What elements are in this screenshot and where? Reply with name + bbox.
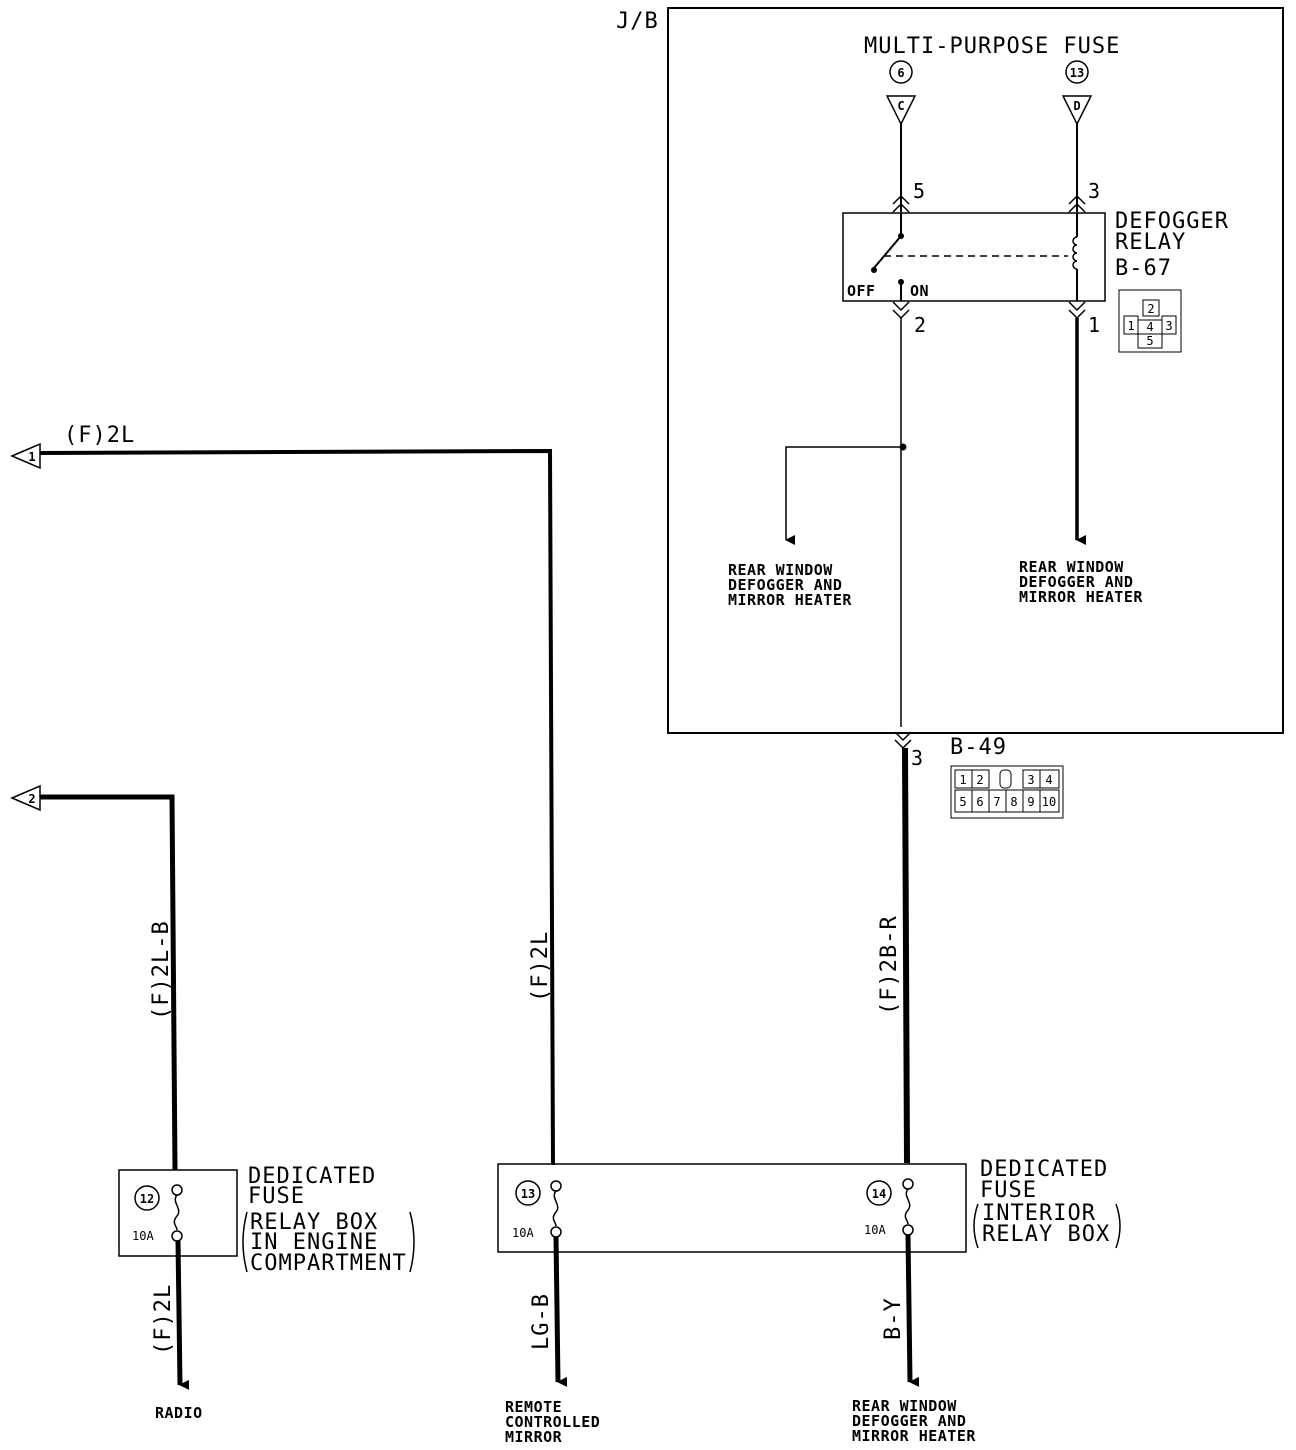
svg-text:4: 4 [1146, 320, 1153, 334]
fuse-12-box: 12 10A [118, 1169, 238, 1257]
svg-text:10A: 10A [864, 1223, 886, 1237]
output-heater-2: DEFOGGER AND [852, 1412, 966, 1430]
jb-output-right-3: MIRROR HEATER [1019, 588, 1143, 606]
junction-block-outline [667, 7, 1284, 734]
svg-text:13: 13 [521, 1187, 535, 1201]
svg-text:14: 14 [872, 1187, 886, 1201]
connector-b49-pin: 3 [911, 746, 923, 770]
svg-text:1: 1 [28, 450, 35, 464]
jb-output-right: REAR WINDOW [1019, 558, 1124, 576]
wire-label-2br: (F)2B-R [877, 915, 902, 1015]
svg-text:6: 6 [976, 795, 983, 809]
svg-text:10A: 10A [132, 1229, 154, 1243]
fuse-13: 13 10A [512, 1180, 562, 1240]
relay-connector-id: B-67 [1115, 256, 1172, 281]
svg-text:8: 8 [1010, 795, 1017, 809]
svg-text:10: 10 [1042, 795, 1056, 809]
wire-label-2lb: (F)2L-B [149, 920, 174, 1020]
relay-pin-3: 3 [1088, 179, 1100, 203]
svg-text:5: 5 [959, 795, 966, 809]
wire-label-radio: (F)2L [151, 1284, 176, 1355]
multi-fuse-13: 13 D [1061, 60, 1093, 126]
multi-fuse-6: 6 C [885, 60, 917, 126]
fuse-14: 14 10A [864, 1178, 914, 1237]
relay-pin-2: 2 [914, 313, 926, 337]
junction-block-label: J/B [616, 9, 659, 34]
relay-pin-5: 5 [913, 179, 925, 203]
arrow-ref-1-wire: (F)2L [64, 423, 135, 448]
fuse-interior-label: DEDICATED [980, 1157, 1108, 1182]
jb-output-left-2: DEFOGGER AND [728, 576, 842, 594]
connector-b49-diagram: 1 2 3 4 5 6 7 8 9 10 [950, 765, 1064, 819]
svg-text:3: 3 [1165, 319, 1172, 333]
svg-text:4: 4 [1045, 773, 1052, 787]
wire-label-lgb: LG-B [529, 1293, 554, 1350]
fuse-interior-label-2: FUSE [980, 1178, 1037, 1203]
wire-label-2l: (F)2L [528, 931, 553, 1002]
relay-pin-1: 1 [1088, 313, 1100, 337]
svg-text:2: 2 [976, 773, 983, 787]
svg-text:6: 6 [897, 66, 904, 80]
jb-output-left: REAR WINDOW [728, 561, 833, 579]
svg-text:2: 2 [1147, 302, 1154, 316]
svg-text:C: C [897, 99, 904, 113]
output-radio: RADIO [155, 1404, 203, 1422]
fuse-12-label-2: FUSE [248, 1184, 305, 1209]
output-mirror-2: CONTROLLED [505, 1413, 600, 1431]
output-heater-3: MIRROR HEATER [852, 1427, 976, 1445]
svg-text:D: D [1073, 99, 1080, 113]
output-mirror-3: MIRROR [505, 1428, 563, 1446]
arrow-ref-1: 1 [10, 442, 41, 470]
connector-b49-id: B-49 [950, 735, 1007, 760]
relay-label: DEFOGGER [1115, 209, 1229, 234]
svg-text:10A: 10A [512, 1226, 534, 1240]
output-heater: REAR WINDOW [852, 1397, 957, 1415]
fuse-12-sub-3: COMPARTMENT [250, 1251, 407, 1276]
output-mirror: REMOTE [505, 1398, 562, 1416]
svg-text:7: 7 [993, 795, 1000, 809]
wire-label-by: B-Y [881, 1297, 906, 1340]
relay-label-2: RELAY [1115, 230, 1186, 255]
interior-relay-box-outline [497, 1163, 967, 1253]
svg-text:2: 2 [28, 792, 35, 806]
arrow-ref-2: 2 [10, 784, 41, 812]
fuse-interior-sub-2: RELAY BOX [982, 1222, 1110, 1247]
svg-text:12: 12 [140, 1192, 154, 1206]
jb-output-left-3: MIRROR HEATER [728, 591, 852, 609]
svg-text:1: 1 [959, 773, 966, 787]
fuse-interior-sub: INTERIOR [982, 1201, 1096, 1226]
fuse-12-sub-2: IN ENGINE [250, 1230, 378, 1255]
fuse-12-label: DEDICATED [248, 1164, 376, 1189]
defogger-relay: OFF ON [842, 212, 1106, 302]
jb-output-right-2: DEFOGGER AND [1019, 573, 1133, 591]
multi-purpose-fuse-label: MULTI-PURPOSE FUSE [864, 34, 1120, 59]
svg-text:9: 9 [1027, 795, 1034, 809]
relay-off-label: OFF [847, 282, 876, 300]
fuse-12-sub: RELAY BOX [250, 1210, 378, 1235]
svg-text:3: 3 [1027, 773, 1034, 787]
svg-text:1: 1 [1127, 319, 1134, 333]
connector-b67-diagram: 2 1 4 3 5 [1118, 289, 1182, 353]
svg-text:5: 5 [1146, 334, 1153, 348]
svg-text:13: 13 [1070, 66, 1084, 80]
relay-on-label: ON [910, 282, 929, 300]
